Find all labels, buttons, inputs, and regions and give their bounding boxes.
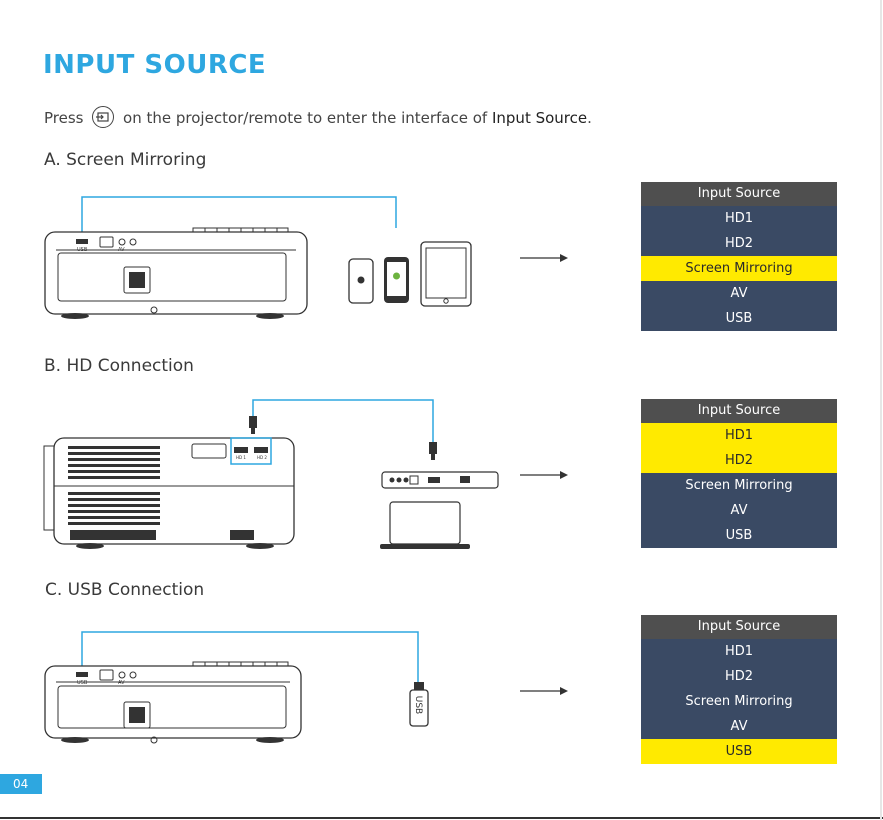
usb-drive-label: USB bbox=[413, 695, 423, 715]
arrow-right-icon bbox=[520, 471, 568, 479]
intro-highlight: Input Source bbox=[491, 109, 588, 127]
menu-item-hd2[interactable]: HD2 bbox=[641, 231, 837, 256]
menu-item-av[interactable]: AV bbox=[641, 498, 837, 523]
menu-item-av[interactable]: AV bbox=[641, 281, 837, 306]
hd1-port-label: HD 1 bbox=[236, 455, 246, 460]
intro-text: Press on the projector/remote to enter t… bbox=[44, 106, 592, 128]
usb-port-label: USB bbox=[77, 247, 88, 253]
section-heading-usb-connection: C. USB Connection bbox=[45, 580, 205, 600]
section-heading-screen-mirroring: A. Screen Mirroring bbox=[44, 150, 207, 170]
input-source-menu-a: Input Source HD1 HD2 Screen Mirroring AV… bbox=[641, 182, 837, 331]
projector-side-illustration-b bbox=[43, 399, 499, 549]
menu-item-screen-mirroring[interactable]: Screen Mirroring bbox=[641, 256, 837, 281]
intro-middle: on the projector/remote to enter the int… bbox=[123, 109, 488, 127]
menu-item-usb[interactable]: USB bbox=[641, 739, 837, 764]
input-source-menu-c: Input Source HD1 HD2 Screen Mirroring AV… bbox=[641, 615, 837, 764]
right-edge bbox=[880, 0, 882, 820]
av-port-label: AV bbox=[118, 680, 125, 686]
menu-item-screen-mirroring[interactable]: Screen Mirroring bbox=[641, 473, 837, 498]
android-phone-icon bbox=[384, 257, 409, 303]
menu-item-hd2[interactable]: HD2 bbox=[641, 448, 837, 473]
usb-port-label: USB bbox=[77, 680, 88, 686]
menu-item-hd1[interactable]: HD1 bbox=[641, 639, 837, 664]
intro-end: . bbox=[587, 109, 592, 127]
menu-item-screen-mirroring[interactable]: Screen Mirroring bbox=[641, 689, 837, 714]
projector-illustration-c bbox=[44, 631, 419, 744]
input-source-icon bbox=[92, 106, 115, 128]
av-port-label: AV bbox=[118, 247, 125, 253]
arrow-right-icon bbox=[520, 687, 568, 695]
projector-illustration-a bbox=[44, 196, 397, 319]
menu-header: Input Source bbox=[641, 615, 837, 639]
page-number: 04 bbox=[0, 774, 42, 794]
menu-item-usb[interactable]: USB bbox=[641, 306, 837, 331]
menu-header: Input Source bbox=[641, 399, 837, 423]
section-heading-hd-connection: B. HD Connection bbox=[44, 356, 194, 376]
menu-header: Input Source bbox=[641, 182, 837, 206]
page-title: INPUT SOURCE bbox=[43, 50, 267, 80]
intro-before: Press bbox=[44, 109, 84, 127]
arrow-right-icon bbox=[520, 254, 568, 262]
tablet-icon bbox=[420, 241, 472, 307]
apple-phone-icon bbox=[348, 258, 374, 304]
menu-item-hd1[interactable]: HD1 bbox=[641, 206, 837, 231]
menu-item-hd1[interactable]: HD1 bbox=[641, 423, 837, 448]
bottom-rule bbox=[0, 817, 883, 819]
menu-item-av[interactable]: AV bbox=[641, 714, 837, 739]
hd2-port-label: HD 2 bbox=[257, 455, 267, 460]
menu-item-hd2[interactable]: HD2 bbox=[641, 664, 837, 689]
input-source-menu-b: Input Source HD1 HD2 Screen Mirroring AV… bbox=[641, 399, 837, 548]
menu-item-usb[interactable]: USB bbox=[641, 523, 837, 548]
usb-drive-icon bbox=[409, 682, 429, 727]
